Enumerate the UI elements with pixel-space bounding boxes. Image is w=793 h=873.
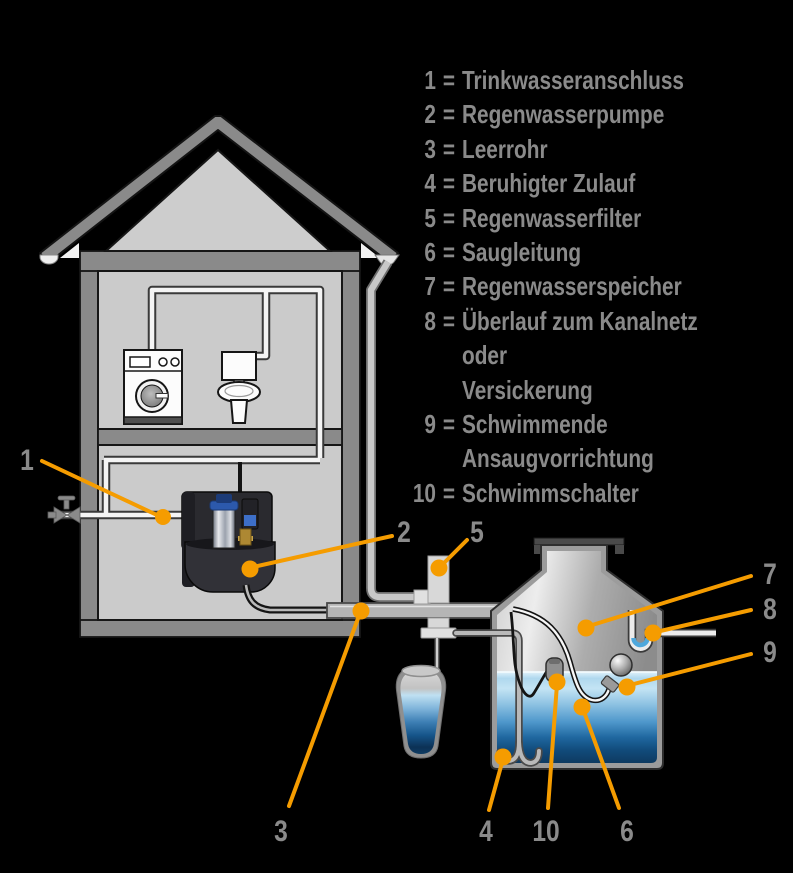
callout-dot-10 xyxy=(548,673,566,691)
legend-item-6: 6=Saugleitung xyxy=(404,235,790,269)
legend-item-7: 7=Regenwasserspeicher xyxy=(404,269,790,303)
callout-line-8 xyxy=(654,608,753,634)
legend-label: Schwimmende Ansaugvorrichtung xyxy=(462,409,654,474)
house xyxy=(39,115,400,638)
legend-number: 10 xyxy=(412,477,436,508)
rainwater-pump xyxy=(181,491,330,614)
callout-label-4: 4 xyxy=(479,814,493,848)
legend-label: Trinkwasseranschluss xyxy=(462,65,684,95)
callout-label-2: 2 xyxy=(397,515,411,549)
legend-item-10: 10=Schwimmschalter xyxy=(404,476,790,510)
legend-item-4: 4=Beruhigter Zulauf xyxy=(404,166,790,200)
legend-equals: = xyxy=(442,305,456,336)
suction-hose xyxy=(512,606,612,704)
callout-dot-9 xyxy=(618,678,636,696)
washing-machine xyxy=(123,349,183,425)
pump-brass-fitting xyxy=(239,528,252,546)
legend-number: 7 xyxy=(424,271,436,302)
legend-label: Regenwasserpumpe xyxy=(462,99,665,130)
callout-line-5 xyxy=(439,538,469,568)
callout-line-6 xyxy=(581,707,621,810)
legend-label: Saugleitung xyxy=(462,237,582,268)
callout-dot-3 xyxy=(352,602,370,620)
callout-label-6: 6 xyxy=(620,814,634,848)
downspout xyxy=(366,259,416,602)
callout-line-7 xyxy=(587,574,753,628)
legend-number: 2 xyxy=(424,99,436,130)
callout-dot-4 xyxy=(494,748,512,766)
callout-label-8: 8 xyxy=(763,592,777,626)
washer-knob xyxy=(170,357,180,367)
legend-item-3: 3=Leerrohr xyxy=(404,132,790,166)
callout-line-10 xyxy=(546,682,559,810)
callout-line-2 xyxy=(251,534,394,569)
toilet xyxy=(217,351,261,424)
callout-label-7: 7 xyxy=(763,557,777,591)
legend-label: Leerrohr xyxy=(462,133,548,164)
callout-line-1 xyxy=(40,459,161,518)
legend-number: 6 xyxy=(424,237,436,268)
pump-motor xyxy=(212,507,236,549)
legend: 1=Trinkwasseranschluss 2=Regenwasserpump… xyxy=(404,63,790,510)
legend-label: Regenwasserspeicher xyxy=(462,271,682,302)
washer-display xyxy=(129,356,151,368)
legend-item-9: 9=Schwimmende Ansaugvorrichtung xyxy=(404,407,790,476)
callout-label-10: 10 xyxy=(532,814,559,848)
tank-water xyxy=(497,672,657,763)
legend-item-2: 2=Regenwasserpumpe xyxy=(404,97,790,131)
callout-dot-1 xyxy=(155,509,171,525)
legend-number: 4 xyxy=(424,168,436,199)
callout-dot-5 xyxy=(430,559,448,577)
legend-equals: = xyxy=(442,271,456,302)
callout-label-9: 9 xyxy=(763,635,777,669)
legend-item-1: 1=Trinkwasseranschluss xyxy=(404,63,790,97)
legend-equals: = xyxy=(442,168,456,199)
callout-dot-6 xyxy=(573,698,591,716)
callout-line-3 xyxy=(287,611,362,808)
drinking-water-tap-icon xyxy=(47,495,81,524)
left-soffit xyxy=(60,243,79,258)
washer-knob xyxy=(158,357,168,367)
callout-label-3: 3 xyxy=(274,814,288,848)
watering-can xyxy=(395,664,447,759)
legend-equals: = xyxy=(442,99,456,130)
left-gutter xyxy=(39,254,59,265)
right-soffit xyxy=(361,243,380,258)
callout-dot-7 xyxy=(577,619,595,637)
legend-equals: = xyxy=(442,133,456,164)
legend-equals: = xyxy=(442,202,456,233)
legend-number: 9 xyxy=(424,409,436,440)
callout-line-4 xyxy=(487,757,505,812)
legend-label: Überlauf zum Kanalnetz oder Versickerung xyxy=(462,305,698,405)
legend-number: 5 xyxy=(424,202,436,233)
legend-number: 3 xyxy=(424,133,436,164)
legend-item-5: 5=Regenwasserfilter xyxy=(404,201,790,235)
legend-item-8: 8=Überlauf zum Kanalnetz oder Versickeru… xyxy=(404,304,790,407)
legend-equals: = xyxy=(442,409,456,440)
callout-line-9 xyxy=(628,652,753,687)
legend-label: Regenwasserfilter xyxy=(462,202,642,233)
gable xyxy=(103,148,333,252)
float-switch-cable xyxy=(509,611,556,698)
tank-lid xyxy=(533,537,625,546)
legend-label: Schwimmschalter xyxy=(462,477,639,508)
house-pipes xyxy=(60,285,325,520)
callout-dots xyxy=(155,509,662,766)
legend-number: 1 xyxy=(424,65,436,95)
legend-equals: = xyxy=(442,477,456,508)
callout-labels: 1 2 5 3 4 10 6 7 8 9 xyxy=(20,443,777,848)
storage-tank xyxy=(490,537,664,770)
callout-label-5: 5 xyxy=(470,515,484,549)
floating-intake xyxy=(600,653,633,693)
float-ball xyxy=(609,653,633,677)
legend-label: Beruhigter Zulauf xyxy=(462,168,636,199)
callout-dot-8 xyxy=(644,624,662,642)
legend-number: 8 xyxy=(424,305,436,336)
callout-dot-2 xyxy=(241,560,259,578)
legend-equals: = xyxy=(442,237,456,268)
callout-label-1: 1 xyxy=(20,443,34,477)
legend-equals: = xyxy=(442,65,456,95)
callout-lines xyxy=(40,459,753,812)
